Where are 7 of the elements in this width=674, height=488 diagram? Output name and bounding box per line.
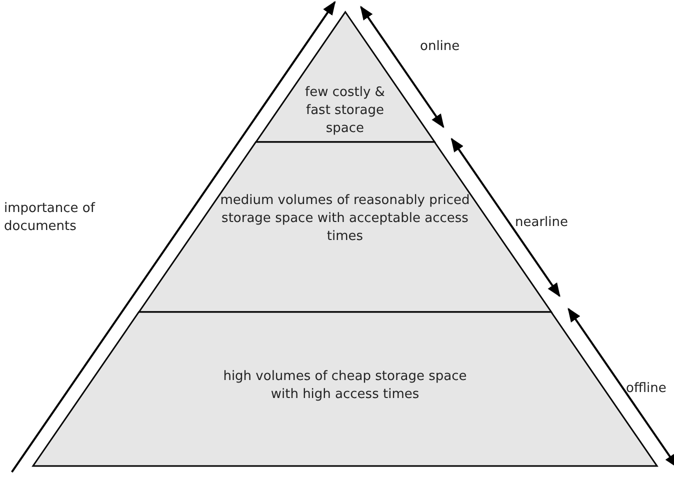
tier-text: medium volumes of reasonably priced storage space with acceptable access times [219,192,471,246]
side-label: importance of documents [4,200,96,236]
tier-text: few costly & fast storage space [304,84,386,138]
tier-text: high volumes of cheap storage space with high access times [222,368,468,404]
side-label: offline [626,380,668,398]
side-label: online [420,38,461,56]
side-label: nearline [515,214,570,232]
